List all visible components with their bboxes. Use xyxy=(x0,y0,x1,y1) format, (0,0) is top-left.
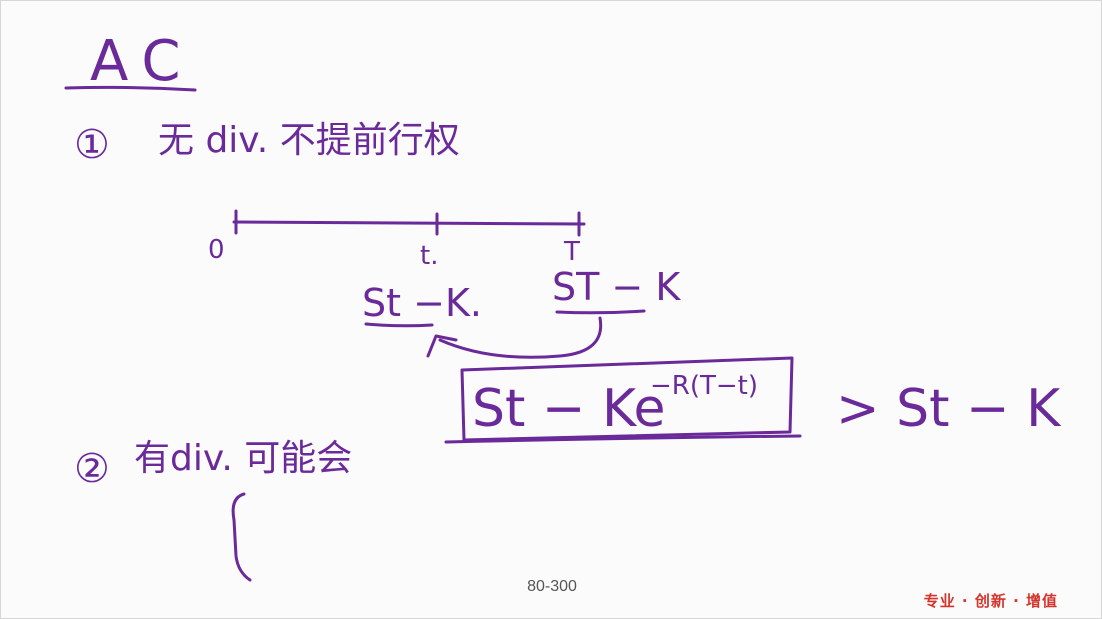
item2-text: 有div. 可能会 xyxy=(134,438,352,479)
discount-arrow-head xyxy=(426,334,458,358)
opening-brace xyxy=(231,492,252,582)
brand-slogan: 专业 · 创新 · 增值 xyxy=(923,592,1058,610)
notes-title: AC xyxy=(90,29,194,94)
title-underline xyxy=(64,85,197,92)
discount-arrow xyxy=(438,316,603,359)
timeline-label-mid: t. xyxy=(420,241,438,271)
payoff-left-underline xyxy=(364,322,434,328)
page-number: 80-300 xyxy=(527,578,577,595)
item1-marker: ① xyxy=(74,122,110,168)
timeline-axis xyxy=(232,220,586,226)
payoff-right-underline xyxy=(555,309,646,315)
item1-text: 无 div. 不提前行权 xyxy=(158,120,460,161)
timeline-label-end: T xyxy=(563,237,580,267)
formula-comparison: > St − K xyxy=(836,379,1062,439)
payoff-right: ST − K xyxy=(552,265,681,309)
timeline-label-start: 0 xyxy=(208,235,225,265)
formula-exponent: −R(T−t) xyxy=(650,371,758,401)
item2-marker: ② xyxy=(74,446,110,492)
payoff-left: St −K. xyxy=(362,281,482,325)
formula-box-underline xyxy=(444,434,802,444)
formula-base: St − Ke xyxy=(472,379,666,439)
formula-box xyxy=(460,356,794,442)
